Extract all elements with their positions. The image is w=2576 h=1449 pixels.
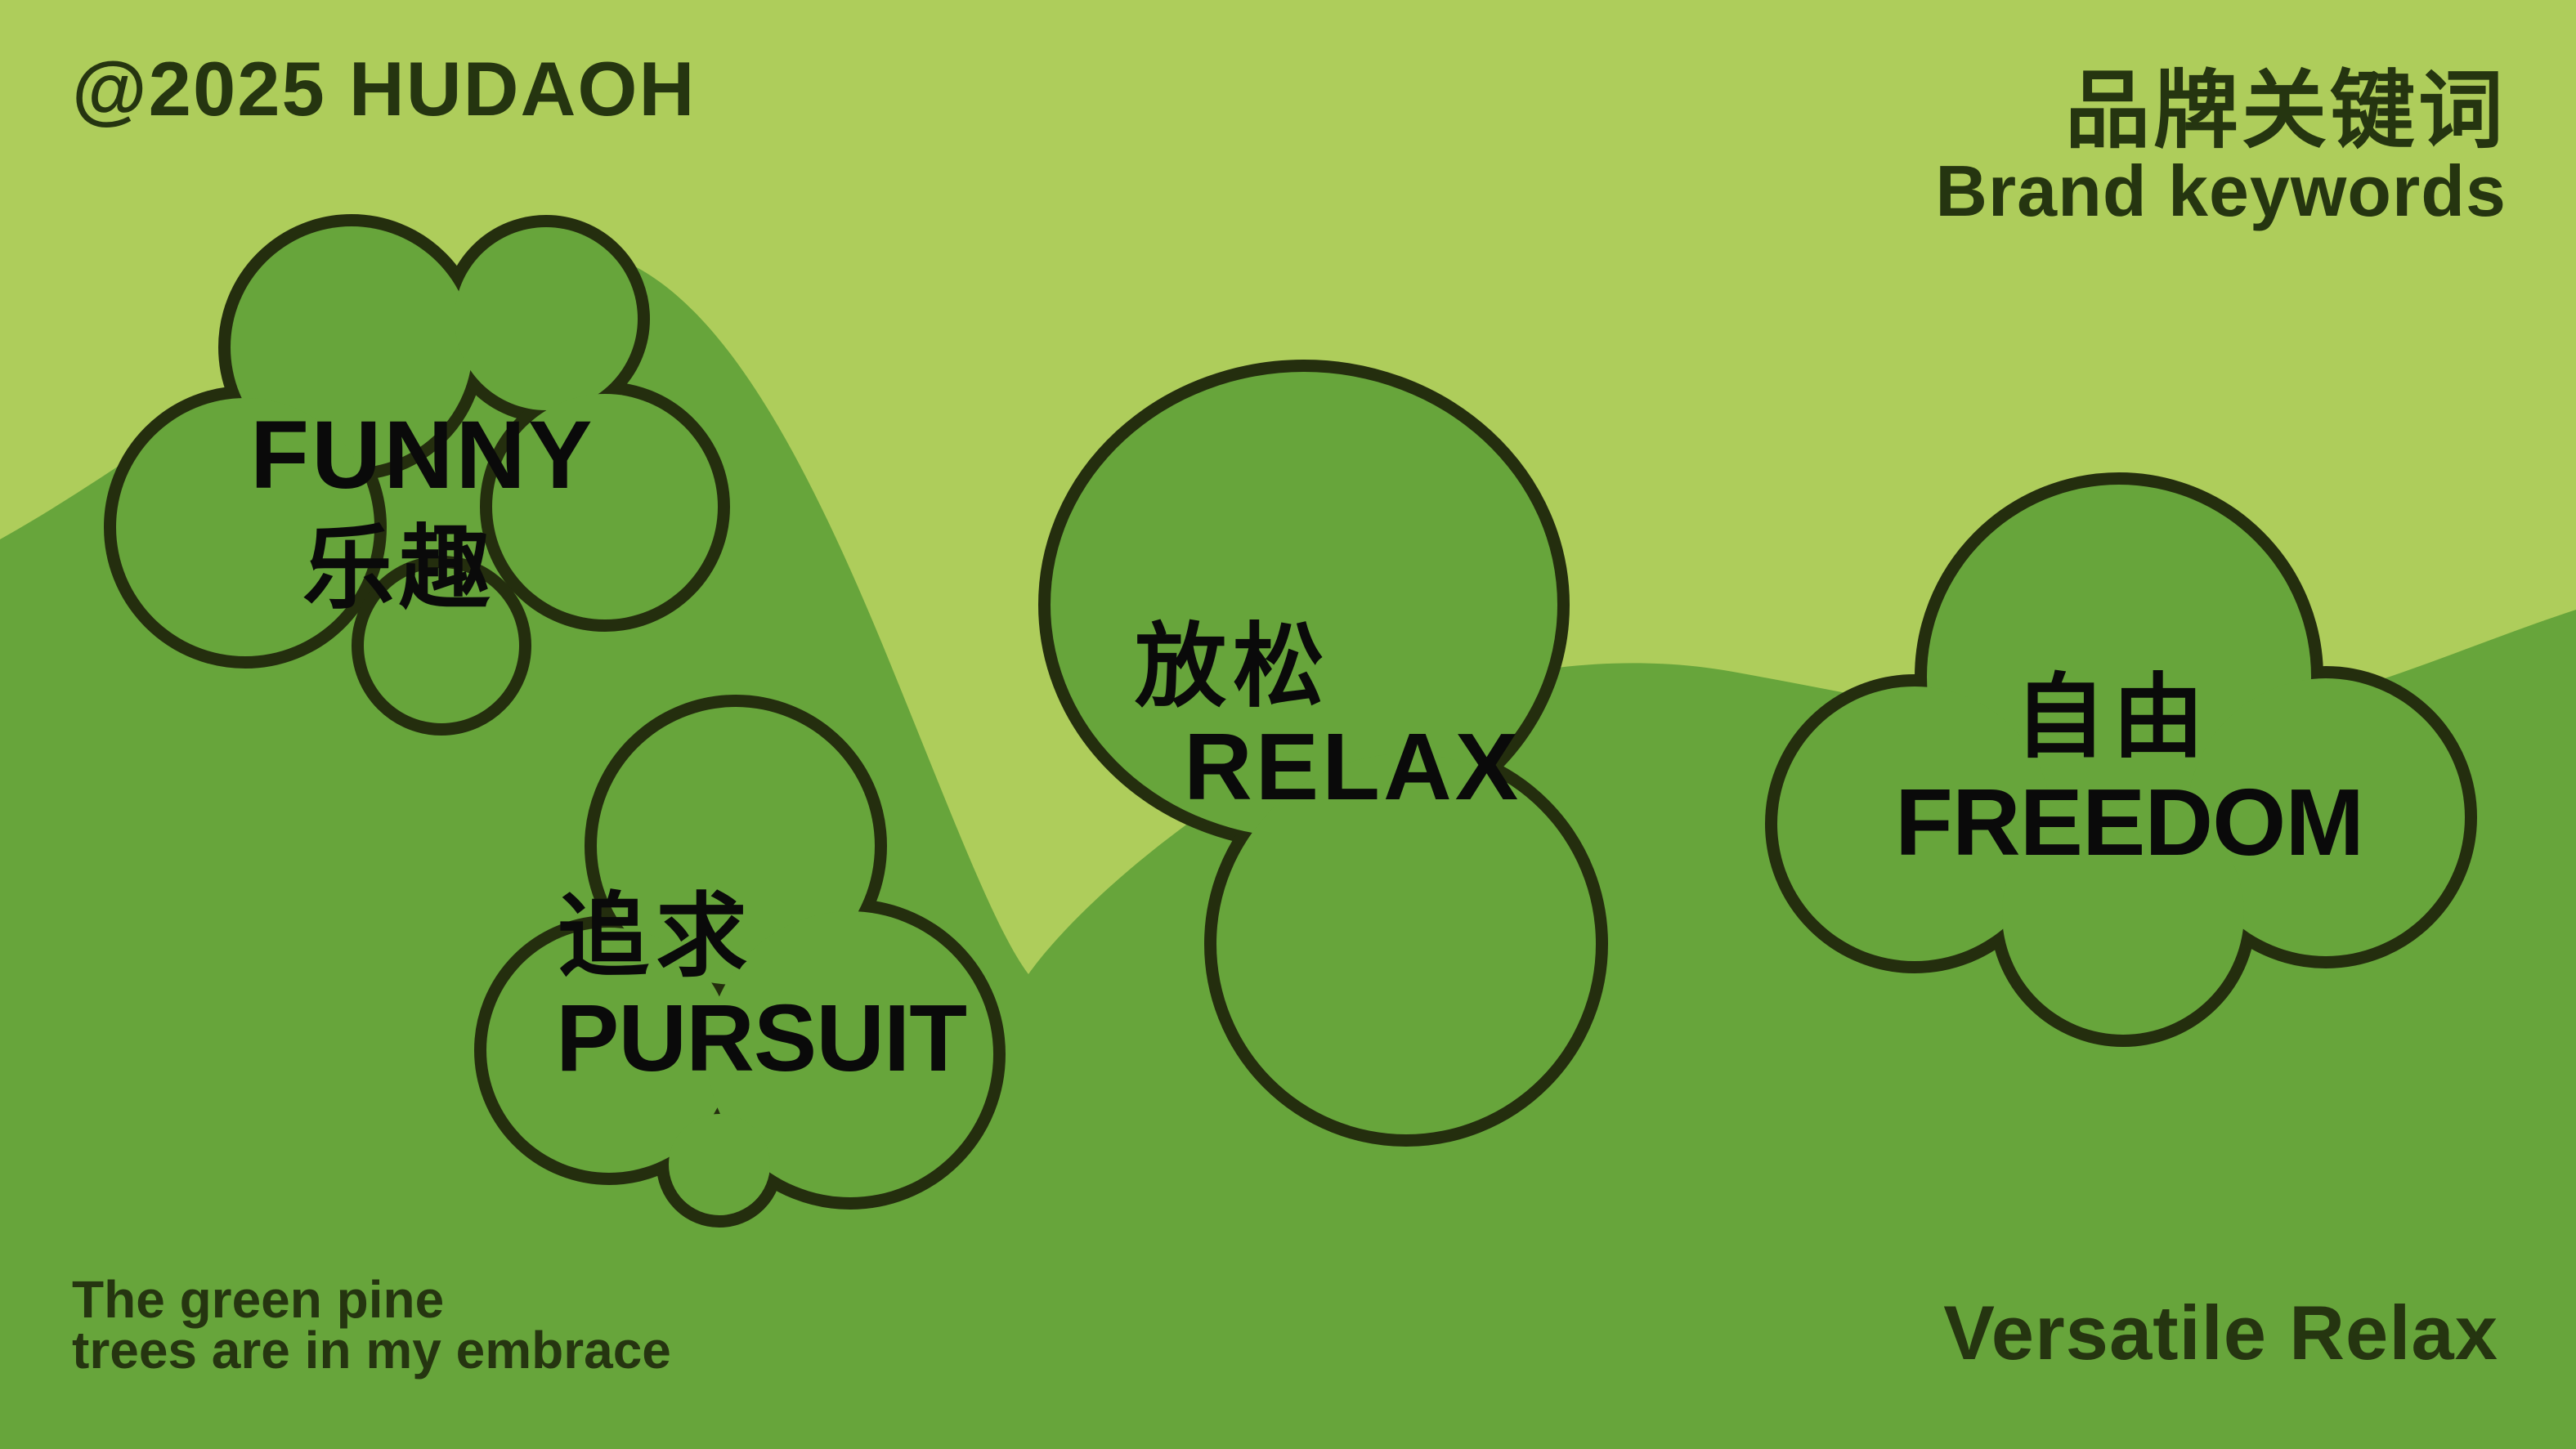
cloud-pursuit-label-zh: 追求: [558, 885, 754, 987]
cloud-relax-label-en: RELAX: [1184, 713, 1522, 820]
header-title-zh: 品牌关键词: [2064, 64, 2507, 159]
cloud-funny-label-en: FUNNY: [250, 401, 595, 509]
cloud-freedom-label-zh: 自由: [2014, 666, 2211, 768]
cloud-relax-shape: [1038, 360, 1608, 1147]
credit: @2025 HUDAOH: [72, 46, 697, 132]
cloud-freedom-label-en: FREEDOM: [1895, 769, 2364, 875]
cloud-pursuit-shape: [474, 695, 1006, 1228]
cloud-relax-label-zh: 放松: [1135, 615, 1331, 718]
footer-brand: Versatile Relax: [1943, 1290, 2498, 1375]
cloud-pursuit-label-en: PURSUIT: [556, 985, 967, 1091]
footer-tagline-line2: trees are in my embrace: [72, 1321, 671, 1380]
header-title-en: Brand keywords: [1935, 150, 2507, 231]
cloud-freedom-shape: [1765, 472, 2477, 1047]
cloud-funny-shape: [104, 214, 730, 736]
footer-tagline-line1: The green pine: [72, 1270, 445, 1329]
cloud-funny-label-zh: 乐趣: [302, 517, 495, 619]
